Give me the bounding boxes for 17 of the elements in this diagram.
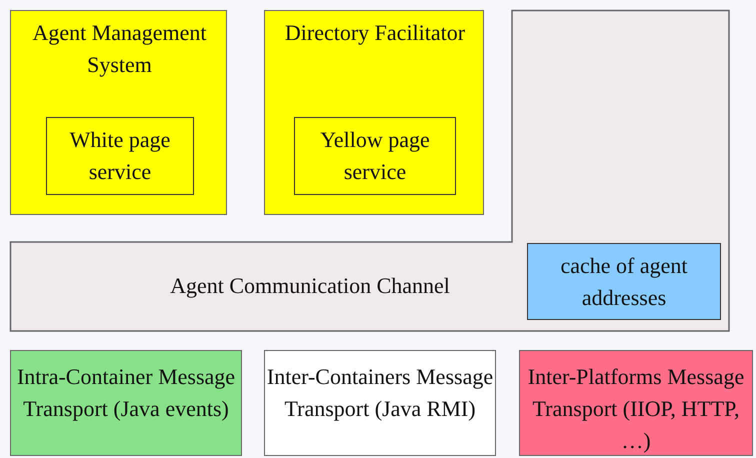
transport-box bbox=[519, 350, 753, 456]
box-label: Inter-Platforms Message Transport (IIOP, HTTP, …) bbox=[526, 363, 746, 455]
cache-box bbox=[527, 243, 721, 320]
service-box bbox=[294, 117, 456, 195]
box-label: Agent Management System bbox=[31, 19, 208, 79]
component-box bbox=[264, 10, 484, 215]
service-box bbox=[46, 117, 194, 195]
box-label: White page service bbox=[68, 126, 172, 186]
transport-box bbox=[10, 350, 242, 456]
box-label: Directory Facilitator bbox=[284, 19, 466, 47]
box-label: Yellow page service bbox=[319, 126, 431, 186]
box-label: cache of agent addresses bbox=[559, 252, 689, 312]
box-label: Inter-Containers Message Transport (Java RMI) bbox=[266, 363, 494, 423]
component-box bbox=[10, 10, 227, 215]
box-label: Agent Communication Channel bbox=[169, 272, 451, 300]
transport-box bbox=[264, 350, 496, 456]
box-label: Intra-Container Message Transport (Java events) bbox=[16, 363, 236, 423]
